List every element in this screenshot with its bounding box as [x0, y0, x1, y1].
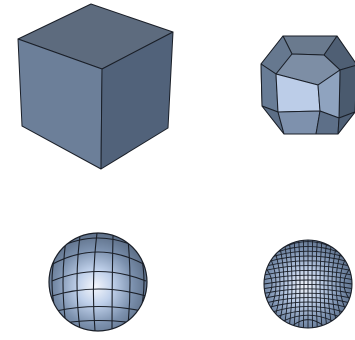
- cube-shape: [18, 4, 173, 169]
- subdivided-level-3-shape: [264, 237, 352, 328]
- subdivided-level-2-shape: [49, 231, 147, 331]
- subdivided-level-1-shape: [261, 36, 355, 134]
